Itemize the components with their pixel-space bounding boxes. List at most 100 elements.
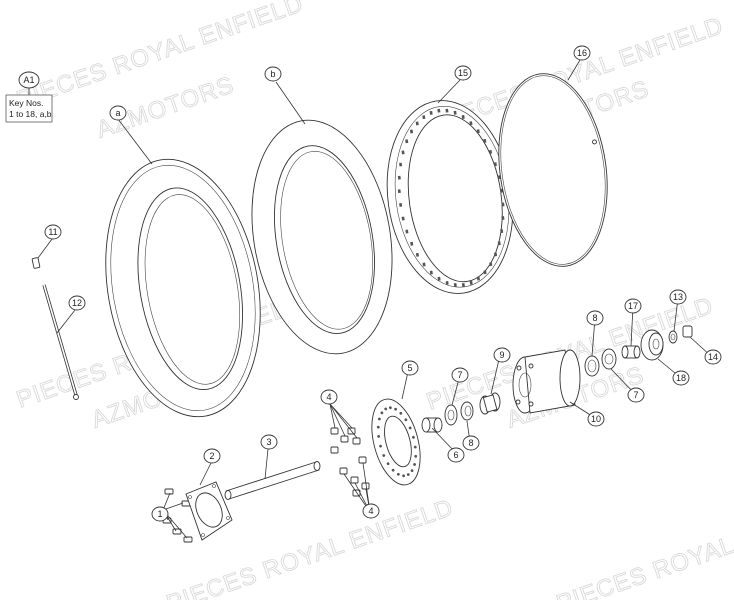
callout-14: 14 [704, 349, 722, 365]
bearing-7-right [601, 348, 617, 370]
rim-spoke-hole [493, 252, 498, 257]
rim-spoke-hole [397, 189, 401, 194]
rim-spoke-hole [445, 280, 449, 285]
circlip [668, 330, 678, 344]
rim-spoke-hole [409, 129, 414, 134]
rim-spoke-hole [399, 202, 403, 207]
brake-disc-hole [399, 411, 403, 415]
callout-9: 9 [493, 347, 511, 363]
rim-spoke-hole [415, 121, 419, 126]
rim-spoke-hole [399, 162, 403, 167]
svg-text:4: 4 [326, 392, 331, 402]
svg-text:10: 10 [591, 414, 601, 424]
svg-text:a: a [115, 108, 120, 118]
spoke-nipple [31, 257, 41, 269]
rim-spoke-hole [501, 216, 505, 220]
brake-disc-hole [386, 462, 390, 466]
brake-disc-holes [376, 406, 418, 478]
brake-disc-hole [406, 473, 410, 476]
callout-5: 5 [401, 360, 419, 376]
callout-17: 17 [624, 298, 642, 314]
axle-nut [682, 325, 693, 338]
sprocket-carrier-plate [185, 481, 233, 541]
svg-text:5: 5 [407, 363, 412, 373]
rim-spoke-hole [461, 283, 465, 287]
brake-disc-hole [382, 454, 386, 457]
svg-text:13: 13 [673, 292, 683, 302]
bearing-7-left [444, 404, 458, 426]
rim-spoke-holes [397, 108, 505, 287]
spacer-6 [421, 417, 443, 433]
svg-text:17: 17 [628, 301, 638, 311]
key-box-line1: Key Nos. [9, 98, 44, 108]
callout-10: 10 [587, 411, 605, 427]
brake-disc-hole [404, 418, 408, 422]
svg-text:7: 7 [633, 390, 638, 400]
rim-spoke-hole [429, 270, 433, 275]
rim-spoke-hole [469, 121, 473, 126]
rim-spoke-hole [397, 175, 401, 180]
callout-7-right: 7 [627, 387, 645, 403]
callout-4-top: 4 [320, 389, 338, 405]
svg-text:14: 14 [708, 352, 718, 362]
rim-spoke-hole [493, 162, 497, 167]
seal-8-left [460, 401, 474, 421]
svg-text:1: 1 [157, 509, 162, 519]
rim-spoke-hole [500, 229, 504, 234]
svg-text:8: 8 [592, 313, 597, 323]
brake-disc-hole [391, 468, 395, 472]
seal-8-right [584, 355, 600, 377]
callout-11: 11 [44, 224, 62, 240]
disc-bolts-top [330, 427, 361, 454]
rim-spoke-hole [453, 283, 457, 287]
brake-disc-hole [396, 472, 400, 476]
rim-spoke-hole [401, 150, 405, 155]
rim-spoke-hole [437, 276, 441, 281]
rim-spoke-hole [405, 229, 409, 234]
svg-text:16: 16 [577, 48, 587, 58]
key-box-frame [5, 94, 53, 123]
callout-2: 2 [203, 448, 221, 464]
rim-spoke-hole [469, 280, 473, 285]
rim-spoke-hole [401, 216, 405, 221]
rim-spoke-hole [501, 202, 505, 207]
brake-disc-hole [380, 411, 384, 415]
rim-spoke-hole [461, 115, 465, 119]
brake-disc-hole [379, 444, 382, 448]
rim-spoke-hole [476, 276, 480, 281]
rim-spoke-hole [489, 262, 493, 267]
callout-12: 12 [68, 295, 86, 311]
callout-13: 13 [669, 289, 687, 305]
spoke [42, 284, 79, 400]
brake-disc-hole [394, 407, 397, 411]
rim-spoke-hole [453, 110, 457, 115]
inner-tube [251, 119, 393, 355]
brake-disc-hole [377, 417, 381, 421]
key-box: A1 Key Nos. 1 to 18, a,b [5, 71, 53, 123]
rim-spoke-hole [497, 241, 501, 246]
rim-spoke-hole [422, 262, 426, 267]
rim-spoke-hole [429, 110, 433, 115]
callout-a: a [109, 105, 127, 121]
rim-spoke-hole [410, 241, 414, 246]
svg-text:6: 6 [453, 450, 458, 460]
callout-7-left: 7 [451, 367, 469, 383]
watermark-brand-6: PIECES ROYAL ENFIELD [553, 494, 734, 600]
tyre [105, 158, 261, 418]
svg-text:3: 3 [266, 437, 271, 447]
hub [512, 349, 581, 414]
axle [224, 461, 321, 500]
svg-text:8: 8 [468, 438, 473, 448]
rim-spoke-hole [497, 175, 501, 180]
brake-disc-hole [402, 474, 406, 478]
svg-text:12: 12 [72, 298, 82, 308]
brake-disc-hole [388, 406, 392, 410]
brake-disc-hole [411, 435, 415, 439]
brake-disc-hole [377, 434, 381, 438]
callout-16: 16 [573, 45, 591, 61]
brake-disc-hole [408, 426, 412, 430]
brake-disc-hole [413, 463, 416, 466]
rim [386, 100, 514, 294]
rim-spoke-hole [488, 149, 493, 154]
callout-8-right: 8 [586, 310, 604, 326]
